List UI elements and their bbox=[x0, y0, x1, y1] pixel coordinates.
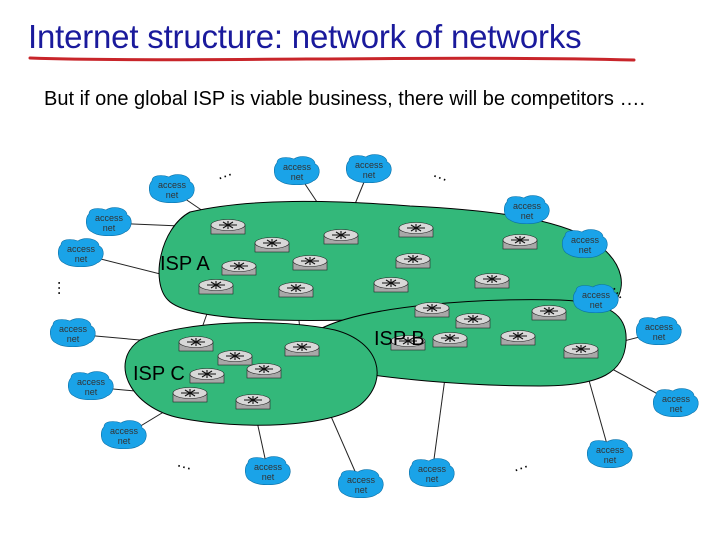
router-icon bbox=[210, 219, 246, 235]
access-net-label: access bbox=[662, 394, 691, 404]
access-net-label: access bbox=[571, 235, 600, 245]
router-icon bbox=[395, 253, 431, 269]
router-icon bbox=[254, 237, 290, 253]
access-net-label: net bbox=[85, 387, 98, 397]
access-nets-layer: accessnetaccessnetaccessnetaccessnetacce… bbox=[50, 154, 699, 499]
access-net-label: net bbox=[579, 245, 592, 255]
router-icon bbox=[278, 282, 314, 298]
access-net-label: access bbox=[77, 377, 106, 387]
access-net-label: net bbox=[166, 190, 179, 200]
router-icon bbox=[217, 350, 253, 366]
access-net-label: access bbox=[283, 162, 312, 172]
router-icon bbox=[414, 302, 450, 318]
isp-c-label: ISP C bbox=[133, 363, 185, 385]
ellipsis-dots: … bbox=[609, 280, 632, 303]
router-icon bbox=[235, 394, 271, 410]
access-net-label: access bbox=[95, 213, 124, 223]
router-icon bbox=[172, 387, 208, 403]
ellipsis-dots: … bbox=[47, 280, 64, 296]
router-icon bbox=[198, 279, 234, 295]
access-net-label: net bbox=[75, 254, 88, 264]
access-net-label: access bbox=[158, 180, 187, 190]
access-net-label: net bbox=[426, 474, 439, 484]
access-net-label: net bbox=[103, 223, 116, 233]
router-icon bbox=[221, 260, 257, 276]
ellipsis-dots: … bbox=[431, 164, 452, 185]
router-icon bbox=[563, 343, 599, 359]
access-net-label: access bbox=[645, 322, 674, 332]
access-net-label: net bbox=[363, 170, 376, 180]
router-icon bbox=[323, 229, 359, 245]
isp-a-label: ISP A bbox=[160, 253, 210, 275]
access-net-label: access bbox=[355, 160, 384, 170]
router-icon bbox=[502, 234, 538, 250]
access-net-label: access bbox=[418, 464, 447, 474]
title-underline bbox=[28, 56, 636, 62]
access-net-label: access bbox=[59, 324, 88, 334]
ellipsis-dots: … bbox=[510, 454, 531, 475]
router-icon bbox=[474, 273, 510, 289]
access-net-label: access bbox=[513, 201, 542, 211]
router-icon bbox=[246, 363, 282, 379]
access-net-label: net bbox=[67, 334, 80, 344]
access-net-label: access bbox=[596, 445, 625, 455]
access-net-label: access bbox=[254, 462, 283, 472]
access-net-label: access bbox=[582, 290, 611, 300]
ellipsis-dots: … bbox=[214, 162, 235, 183]
access-net-label: net bbox=[653, 332, 666, 342]
ellipsis-layer: … … … … … … bbox=[47, 162, 632, 475]
access-net-label: net bbox=[604, 455, 617, 465]
router-icon bbox=[292, 255, 328, 271]
access-net-label: access bbox=[110, 426, 139, 436]
ellipsis-dots: … bbox=[175, 453, 195, 474]
router-icon bbox=[432, 332, 468, 348]
access-net-label: net bbox=[521, 211, 534, 221]
router-icon bbox=[500, 330, 536, 346]
router-icon bbox=[398, 222, 434, 238]
router-icon bbox=[178, 336, 214, 352]
slide-subtitle: But if one global ISP is viable business… bbox=[44, 88, 646, 110]
access-net-label: net bbox=[355, 485, 368, 495]
isp-b-label: ISP B bbox=[374, 328, 425, 350]
router-icon bbox=[390, 335, 426, 351]
access-net-label: access bbox=[67, 244, 96, 254]
router-icon bbox=[531, 305, 567, 321]
access-net-label: access bbox=[347, 475, 376, 485]
access-net-label: net bbox=[118, 436, 131, 446]
router-icon bbox=[189, 368, 225, 384]
slide-title: Internet structure: network of networks bbox=[28, 18, 582, 55]
routers-layer bbox=[172, 219, 599, 410]
router-icon bbox=[455, 313, 491, 329]
access-net-label: net bbox=[262, 472, 275, 482]
router-icon bbox=[373, 277, 409, 293]
access-net-label: net bbox=[590, 300, 603, 310]
router-icon bbox=[284, 341, 320, 357]
access-net-label: net bbox=[670, 404, 683, 414]
access-net-label: net bbox=[291, 172, 304, 182]
